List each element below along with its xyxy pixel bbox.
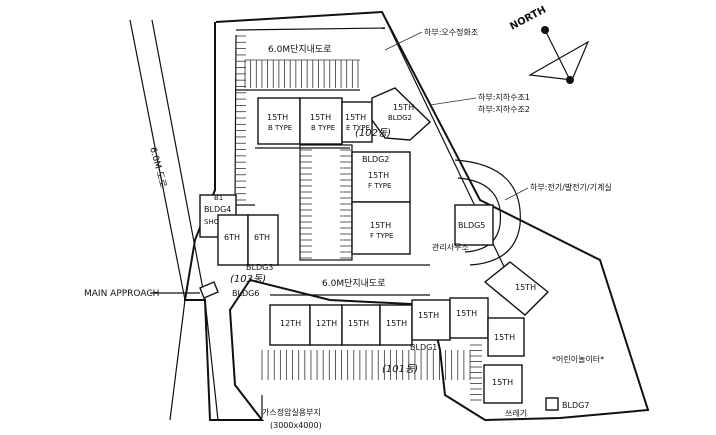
unit-label: 6TH <box>224 233 240 242</box>
parking-top <box>236 35 359 201</box>
unit-label: 15TH <box>267 113 288 122</box>
handwritten-label: (102동) <box>355 128 391 139</box>
note-water-tank-1: 하부:지하수조1 <box>478 92 530 102</box>
management-office-label: 관리사무소 <box>432 242 469 252</box>
main-approach: MAIN APPROACH BLDG6 <box>84 281 259 299</box>
building-label: BLDG2 <box>388 114 412 122</box>
parking-center <box>300 149 352 259</box>
unit-label: 15TH <box>348 319 369 328</box>
gas-site: 가스정압실용부지 (3000x4000) <box>261 395 322 430</box>
unit-label: 15TH <box>310 113 331 122</box>
unit-label: 15TH <box>494 333 515 342</box>
handwritten-label: (101동) <box>382 364 418 375</box>
gas-site-label: 가스정압실용부지 <box>262 407 321 417</box>
bldg1-row: 12TH 12TH 15TH 15TH 15TH 15TH BLDG1 (101… <box>269 297 489 375</box>
handwritten-label: (103동) <box>230 274 266 285</box>
unit-label: 15TH <box>418 311 439 320</box>
building-label: B1 <box>214 194 223 202</box>
building-label: BLDG5 <box>458 221 485 230</box>
building-label: BLDG7 <box>562 401 589 410</box>
main-approach-label: MAIN APPROACH <box>84 289 159 299</box>
unit-label: 6TH <box>254 233 270 242</box>
unit-label: 15TH <box>492 378 513 387</box>
west-road-label: 6.0M 도로 <box>147 146 167 189</box>
playground-label: *어린이놀이터* <box>552 354 604 364</box>
south-east-notes: BLDG7 쓰레기 *어린이놀이터* <box>505 354 604 418</box>
unit-type: B TYPE <box>311 124 335 132</box>
building-label: BLDG2 <box>362 155 389 164</box>
bldg3: 6TH 6TH BLDG3 (103동) <box>217 214 279 285</box>
mid-road-label: 6.0M단지내도로 <box>322 278 385 289</box>
unit-label: 15TH <box>386 319 407 328</box>
unit-type: F TYPE <box>370 232 393 240</box>
note-electrical-room: 하부:전기/발전기/기계실 <box>530 182 612 192</box>
top-road: 6.0M단지내도로 <box>235 27 386 91</box>
building-label: BLDG4 <box>204 205 231 214</box>
unit-label: 15TH <box>456 309 477 318</box>
unit-type: E TYPE <box>346 124 370 132</box>
south-dot-icon <box>566 76 574 84</box>
bldg2-angled: 15TH BLDG2 (102동) <box>355 87 432 141</box>
north-arrow: NORTH <box>508 4 590 84</box>
bldg5-curve: BLDG5 관리사무소 <box>432 159 521 266</box>
unit-label: 15TH <box>345 113 366 122</box>
unit-label: 12TH <box>316 319 337 328</box>
building-label: BLDG3 <box>246 263 273 272</box>
unit-type: B TYPE <box>268 124 292 132</box>
unit-label: 15TH <box>370 221 391 230</box>
bldg2-vertical: BLDG2 15TH F TYPE 15TH F TYPE <box>351 151 411 255</box>
mid-road: 6.0M단지내도로 <box>270 264 430 296</box>
bldg1-east: 15TH 15TH 15TH <box>483 261 550 404</box>
gas-site-size: (3000x4000) <box>270 421 322 430</box>
building-label: BLDG6 <box>232 289 259 298</box>
unit-type: F TYPE <box>368 182 391 190</box>
unit-label: 15TH <box>515 283 536 292</box>
site-boundary <box>183 10 650 422</box>
unit-label: 12TH <box>280 319 301 328</box>
top-road-label: 6.0M단지내도로 <box>268 44 331 55</box>
parking-south <box>261 344 482 401</box>
note-water-tank-2: 하부:지하수조2 <box>478 104 530 114</box>
trash-label: 쓰레기 <box>505 409 527 418</box>
unit-label: 15TH <box>368 171 389 180</box>
bldg-top-row: 15TH B TYPE 15TH B TYPE 15TH E TYPE <box>257 97 373 145</box>
shop-label: SHOP <box>204 218 223 226</box>
underground-notes: 하부:오수정화조 하부:지하수조1 하부:지하수조2 하부:전기/발전기/기계실 <box>384 27 612 201</box>
unit-label: 15TH <box>393 103 414 112</box>
note-septic: 하부:오수정화조 <box>424 27 478 37</box>
north-dot-icon <box>541 26 549 34</box>
building-label: BLDG1 <box>410 343 437 352</box>
